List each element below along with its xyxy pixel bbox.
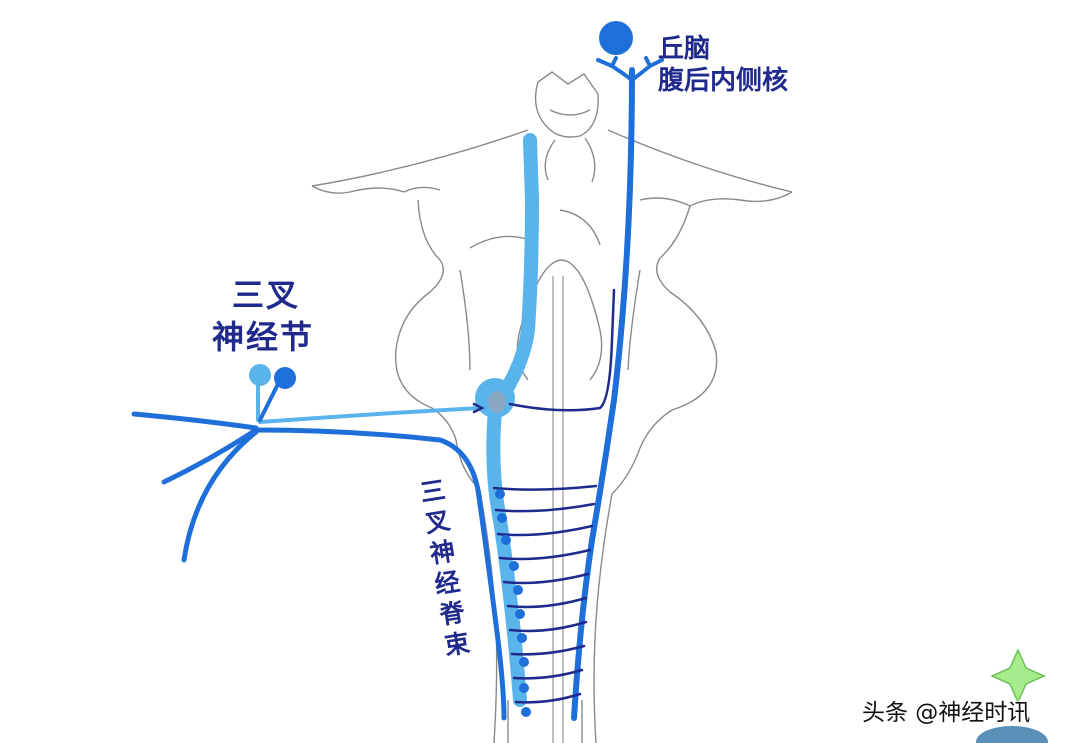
ganglion-label-line2: 神经节 [212, 318, 315, 356]
tract-terminals [495, 489, 531, 717]
watermark: 头条 @神经时讯 [862, 700, 1031, 726]
ganglion-label-line1: 三叉 [232, 276, 301, 314]
ganglion-cell-light [249, 364, 271, 386]
cell-nucleus [488, 391, 506, 413]
thalamus-label-line1: 丘脑 [658, 34, 711, 64]
thalamus-label-line2: 腹后内侧核 [658, 66, 789, 96]
medium-pathway [131, 56, 664, 721]
nav-decoration [976, 648, 1048, 743]
back-button-icon [976, 726, 1048, 743]
ganglion-cell-dark [274, 367, 296, 389]
brainstem-outline [311, 71, 793, 743]
dark-pathway [472, 288, 616, 704]
thalamus-neuron [599, 21, 633, 55]
star-icon [990, 648, 1046, 704]
light-pathway [256, 133, 540, 707]
